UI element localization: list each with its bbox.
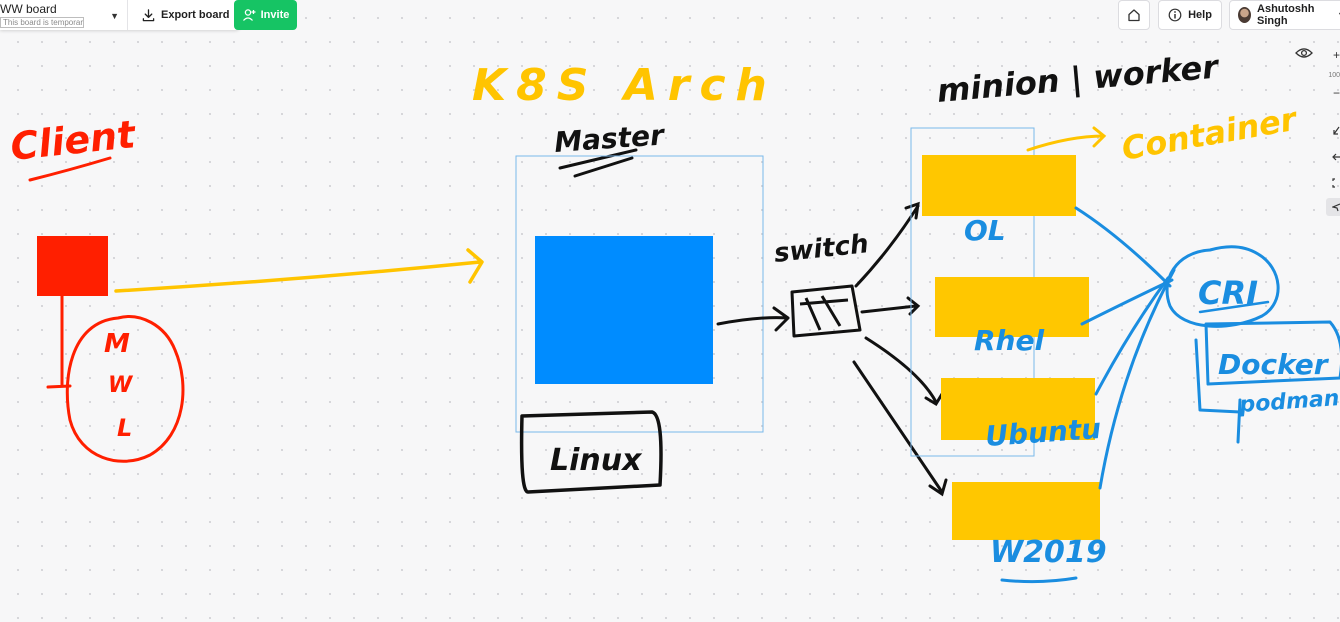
client-label: Client [8,112,139,169]
cri-underline [1198,300,1270,314]
minion-worker-label: minion | worker [935,47,1221,111]
temporary-board-note: This board is temporary [0,17,84,28]
chevron-down-icon: ▼ [1337,10,1340,20]
switch-to-w2019-arrow [852,360,948,497]
linux-label: Linux [550,443,643,478]
switch-box [790,284,862,338]
podman-label: podman [1238,386,1340,418]
cri-circle [1165,245,1280,328]
switch-label: switch [773,229,870,269]
invite-button[interactable]: Invite [234,0,297,30]
download-icon [142,8,155,21]
container-label: Container [1119,99,1301,167]
zoom-out-button[interactable]: − [1332,86,1340,100]
fit-arrow-icon[interactable] [1326,122,1340,140]
mwl-l: L [117,414,132,442]
ol-label: OL [964,214,1006,247]
w2019-label: W2019 [990,535,1107,570]
k8s-arch-title: K8S Arch [472,60,777,111]
client-stem-line [46,294,72,389]
rhel-label: Rhel [974,324,1044,357]
home-icon [1128,9,1140,22]
client-to-master-arrow [114,248,484,293]
switch-to-ol-arrow [854,201,920,288]
worker-ubuntu-box[interactable] [941,378,1095,440]
cri-label: CRI [1198,274,1258,312]
master-label: Master [553,118,667,159]
info-icon [1168,8,1182,22]
master-to-switch-arrow [716,306,790,332]
master-blue-box[interactable] [535,236,713,384]
container-arrow [1026,126,1107,152]
worker-w2019-box[interactable] [952,482,1100,540]
w2019-to-cri-line [1098,268,1176,490]
fullscreen-icon[interactable] [1326,174,1340,192]
client-red-box[interactable] [37,236,108,296]
eye-icon[interactable] [1295,46,1313,60]
add-user-icon [242,9,256,21]
mwl-circle [65,315,185,463]
master-frame[interactable] [515,155,764,433]
master-underline [558,148,638,178]
pointer-tool-icon[interactable] [1326,198,1340,216]
docker-label: Docker [1218,348,1330,381]
user-name: Ashutoshh Singh [1257,3,1315,27]
mwl-m: M [104,329,130,359]
board-name-dropdown[interactable]: WW board This board is temporary ▼ [0,0,128,30]
worker-ol-box[interactable] [922,155,1076,216]
export-board-label: Export board [161,9,230,21]
ubuntu-to-cri-line [1094,276,1170,396]
invite-label: Invite [260,9,290,21]
zoom-level: 100 [1328,71,1340,79]
client-underline [28,156,112,182]
user-menu-button[interactable]: Ashutoshh Singh ▼ [1229,0,1340,30]
w2019-underline [1000,576,1078,584]
chevron-down-icon[interactable]: ▼ [110,11,119,21]
board-title[interactable]: WW board [0,2,57,16]
home-button[interactable] [1118,0,1150,30]
avatar [1238,7,1252,23]
zoom-in-button[interactable]: + [1332,48,1340,62]
ol-to-cri-line [1074,206,1172,288]
worker-rhel-box[interactable] [935,277,1089,337]
pan-icon[interactable] [1326,148,1340,166]
switch-to-rhel-arrow [860,296,921,316]
mwl-w: W [108,373,134,398]
board-bar: WW board This board is temporary ▼ Expor… [0,0,242,30]
podman-bracket [1236,398,1242,444]
ubuntu-label: Ubuntu [984,412,1102,453]
export-board-button[interactable]: Export board [128,0,241,30]
help-button[interactable]: Help [1158,0,1222,30]
right-tool-rail: + 100 − [1326,40,1340,230]
linux-box-outline [519,410,663,494]
docker-box-outline [1194,320,1340,414]
help-label: Help [1188,9,1212,21]
